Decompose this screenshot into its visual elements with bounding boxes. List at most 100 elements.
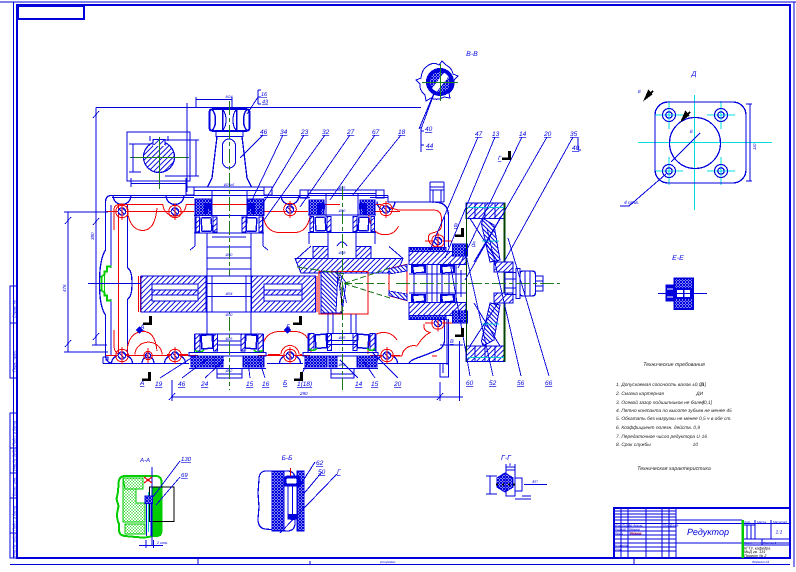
svg-text:Дата: Дата bbox=[669, 524, 679, 528]
svg-text:56: 56 bbox=[517, 380, 525, 387]
svg-text:Ø34: Ø34 bbox=[225, 292, 233, 296]
svg-text:14: 14 bbox=[519, 131, 527, 138]
svg-text:47: 47 bbox=[475, 131, 483, 138]
svg-text:27: 27 bbox=[346, 129, 355, 136]
svg-text:67: 67 bbox=[372, 129, 380, 136]
svg-text:[1]: [1] bbox=[700, 382, 707, 388]
svg-text:2. Смазка картерная: 2. Смазка картерная bbox=[615, 391, 664, 397]
svg-text:Техническая характеристика: Техническая характеристика bbox=[637, 466, 711, 472]
svg-text:52: 52 bbox=[489, 380, 497, 387]
svg-text:Е-Е: Е-Е bbox=[672, 255, 684, 262]
svg-text:2 отв.: 2 отв. bbox=[156, 541, 168, 545]
svg-text:Г-Г: Г-Г bbox=[501, 455, 512, 462]
svg-text:Масштаб: Масштаб bbox=[773, 520, 787, 524]
svg-text:Иванов: Иванов bbox=[629, 528, 640, 532]
svg-text:В: В bbox=[454, 223, 458, 229]
svg-text:Ø30: Ø30 bbox=[338, 209, 346, 213]
svg-text:В-В: В-В bbox=[466, 51, 478, 58]
svg-text:69: 69 bbox=[181, 472, 188, 479]
svg-text:Ø30: Ø30 bbox=[225, 313, 233, 317]
svg-text:40: 40 bbox=[572, 145, 580, 152]
svg-text:копировал: копировал bbox=[380, 560, 396, 564]
svg-text:Проект № 2: Проект № 2 bbox=[744, 554, 767, 558]
svg-text:130: 130 bbox=[181, 456, 192, 463]
svg-text:Подп: Подп bbox=[663, 524, 671, 528]
svg-text:Подп. и дата: Подп. и дата bbox=[12, 505, 17, 531]
svg-text:Е: Е bbox=[638, 89, 642, 94]
svg-text:4 отв.: 4 отв. bbox=[624, 200, 639, 206]
svg-text:№ докум.: № докум. bbox=[629, 524, 643, 528]
svg-text:4. Пятно контакта по высоте зу: 4. Пятно контакта по высоте зубьев не ме… bbox=[616, 408, 732, 414]
svg-text:1:1: 1:1 bbox=[776, 530, 783, 536]
svg-text:15: 15 bbox=[246, 381, 254, 388]
svg-text:Ø38: Ø38 bbox=[338, 251, 346, 255]
svg-text:Перв. прим.: Перв. прим. bbox=[12, 350, 17, 372]
svg-text:8. Срок службы: 8. Срок службы bbox=[616, 442, 651, 448]
svg-text:5. Обкатать без нагрузки не ме: 5. Обкатать без нагрузки не менее 0,5 ч … bbox=[616, 416, 732, 422]
svg-text:Г: Г bbox=[498, 155, 502, 162]
svg-text:Инв.№ дубл.: Инв.№ дубл. bbox=[12, 448, 17, 472]
svg-text:КГТУ, кафедра: КГТУ, кафедра bbox=[744, 547, 770, 551]
svg-text:3. Осевой зазор подшипников не: 3. Осевой зазор подшипников не более bbox=[616, 400, 704, 406]
svg-text:Лист: Лист bbox=[743, 541, 752, 545]
svg-text:Разраб.: Разраб. bbox=[615, 528, 627, 532]
svg-text:Ø25к6: Ø25к6 bbox=[223, 183, 235, 187]
svg-text:МиД гр. 131: МиД гр. 131 bbox=[744, 550, 765, 554]
svg-text:50: 50 bbox=[318, 469, 326, 476]
svg-text:Б: Б bbox=[283, 380, 287, 387]
svg-text:62: 62 bbox=[316, 460, 324, 467]
svg-text:А: А bbox=[139, 380, 144, 387]
svg-text:Ø52: Ø52 bbox=[225, 369, 233, 373]
svg-text:Редуктор: Редуктор bbox=[687, 527, 729, 537]
svg-text:Д: Д bbox=[691, 71, 697, 78]
svg-text:1. Допускаемая соосность валов: 1. Допускаемая соосность валов ±0,05 bbox=[616, 382, 704, 388]
svg-text:32: 32 bbox=[322, 129, 330, 136]
svg-text:290: 290 bbox=[299, 391, 308, 396]
svg-text:А: А bbox=[139, 324, 144, 331]
svg-text:10: 10 bbox=[693, 442, 699, 448]
svg-text:35: 35 bbox=[570, 131, 578, 138]
svg-text:Ø25: Ø25 bbox=[338, 336, 346, 340]
svg-text:20: 20 bbox=[393, 381, 402, 388]
svg-text:Пров.: Пров. bbox=[615, 532, 624, 536]
svg-text:[0,1]: [0,1] bbox=[702, 400, 713, 406]
svg-text:43: 43 bbox=[262, 100, 269, 106]
svg-text:Формат А1: Формат А1 bbox=[752, 560, 770, 564]
svg-text:476: 476 bbox=[62, 284, 67, 292]
svg-text:44: 44 bbox=[426, 143, 434, 150]
svg-text:6. Коэффициент полезн. действ.: 6. Коэффициент полезн. действ. bbox=[616, 425, 692, 431]
svg-text:Инв.№ подл.: Инв.№ подл. bbox=[12, 533, 17, 557]
svg-text:20: 20 bbox=[543, 131, 552, 138]
svg-text:46: 46 bbox=[178, 381, 186, 388]
svg-text:Технические требования: Технические требования bbox=[643, 362, 705, 368]
svg-text:380: 380 bbox=[90, 232, 95, 240]
svg-text:В: В bbox=[450, 339, 454, 345]
svg-text:16: 16 bbox=[262, 381, 270, 388]
svg-text:45°: 45° bbox=[532, 479, 538, 484]
svg-text:Н.контр.: Н.контр. bbox=[615, 544, 629, 548]
svg-text:Изм: Изм bbox=[615, 524, 622, 528]
svg-text:16: 16 bbox=[261, 92, 268, 98]
svg-text:Справ. №: Справ. № bbox=[12, 299, 17, 318]
svg-text:60: 60 bbox=[466, 380, 474, 387]
svg-text:16: 16 bbox=[702, 434, 708, 440]
svg-text:Утв.: Утв. bbox=[615, 548, 622, 552]
svg-text:1(18): 1(18) bbox=[297, 381, 312, 388]
svg-text:М24: М24 bbox=[226, 95, 233, 99]
svg-text:18: 18 bbox=[398, 129, 406, 136]
svg-text:24: 24 bbox=[200, 381, 209, 388]
svg-text:А-А: А-А bbox=[139, 457, 150, 464]
svg-text:66: 66 bbox=[545, 380, 553, 387]
svg-text:Масса: Масса bbox=[757, 520, 766, 524]
svg-text:Б-Б: Б-Б bbox=[282, 455, 293, 462]
svg-text:Г: Г bbox=[337, 469, 341, 476]
svg-text:Листов 1: Листов 1 bbox=[762, 541, 777, 545]
svg-text:ДИ: ДИ bbox=[695, 391, 703, 397]
svg-text:8: 8 bbox=[509, 462, 512, 467]
svg-text:0,9: 0,9 bbox=[693, 425, 700, 431]
svg-text:46: 46 bbox=[260, 129, 268, 136]
svg-text:14: 14 bbox=[355, 381, 363, 388]
svg-text:Ø30: Ø30 bbox=[225, 253, 233, 257]
svg-text:19: 19 bbox=[155, 381, 163, 388]
svg-text:Лист: Лист bbox=[621, 524, 631, 528]
